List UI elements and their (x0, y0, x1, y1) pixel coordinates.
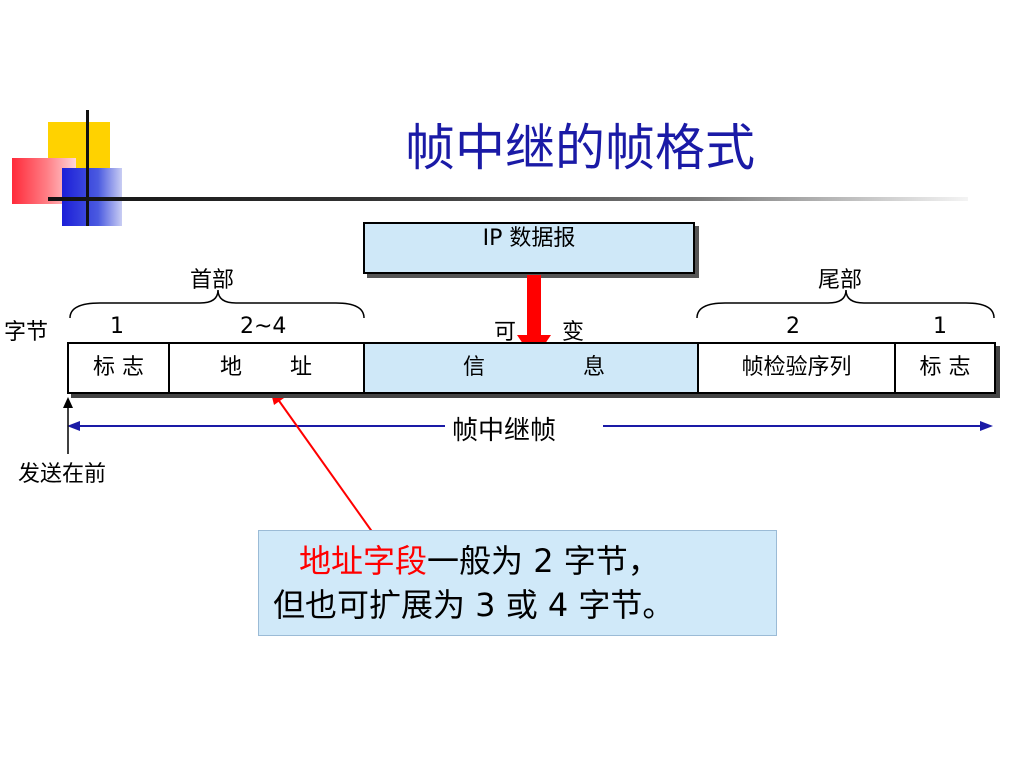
bytes-label: 字节 (4, 320, 49, 345)
bytes-info-b: 变 (562, 320, 585, 345)
frame-row: 标 志 地 址 信 息 帧检验序列 标 志 (67, 342, 996, 394)
frame-arrowhead-right (980, 421, 993, 431)
frame-arrowhead-left (67, 421, 80, 431)
field-information: 信 息 (365, 344, 699, 392)
send-first-arrowhead (63, 397, 73, 408)
bytes-fcs: 2 (786, 314, 800, 339)
bytes-flag1: 1 (110, 314, 124, 339)
frame-label: 帧中继帧 (452, 416, 557, 446)
callout-highlight: 地址字段 (299, 542, 428, 580)
bytes-flag2: 1 (933, 314, 947, 339)
field-information-label-b: 息 (583, 355, 606, 380)
field-address-label-b: 址 (290, 355, 313, 380)
header-label: 首部 (190, 268, 235, 293)
address-field-callout: 地址字段一般为 2 字节， 但也可扩展为 3 或 4 字节。 (258, 530, 777, 636)
field-flag-start: 标 志 (69, 344, 170, 392)
field-fcs-label: 帧检验序列 (741, 355, 852, 380)
trailer-brace (696, 289, 995, 319)
ip-datagram-label: IP 数据报 (482, 226, 576, 251)
header-brace (69, 289, 365, 319)
bytes-address: 2~4 (240, 314, 287, 339)
trailer-label: 尾部 (818, 268, 863, 293)
field-flag-end-label: 标 志 (919, 355, 971, 380)
field-information-label-a: 信 (463, 355, 486, 380)
send-first-label: 发送在前 (18, 462, 107, 487)
deco-horizontal-line (48, 197, 968, 201)
ip-datagram-box: IP 数据报 (363, 222, 695, 274)
callout-line-2: 但也可扩展为 3 或 4 字节。 (273, 586, 675, 624)
field-fcs: 帧检验序列 (699, 344, 896, 392)
bytes-info-a: 可 (494, 320, 517, 345)
field-address: 地 址 (170, 344, 365, 392)
address-pointer-line (276, 397, 379, 541)
down-arrow-shaft (527, 275, 541, 335)
field-flag-end: 标 志 (896, 344, 994, 392)
field-flag-start-label: 标 志 (93, 355, 144, 380)
page-title: 帧中继的帧格式 (405, 119, 755, 177)
callout-line-1: 地址字段一般为 2 字节， (273, 539, 776, 583)
deco-vertical-line (86, 110, 89, 226)
field-address-label-a: 地 (220, 355, 243, 380)
callout-line1-rest: 一般为 2 字节， (427, 542, 660, 580)
